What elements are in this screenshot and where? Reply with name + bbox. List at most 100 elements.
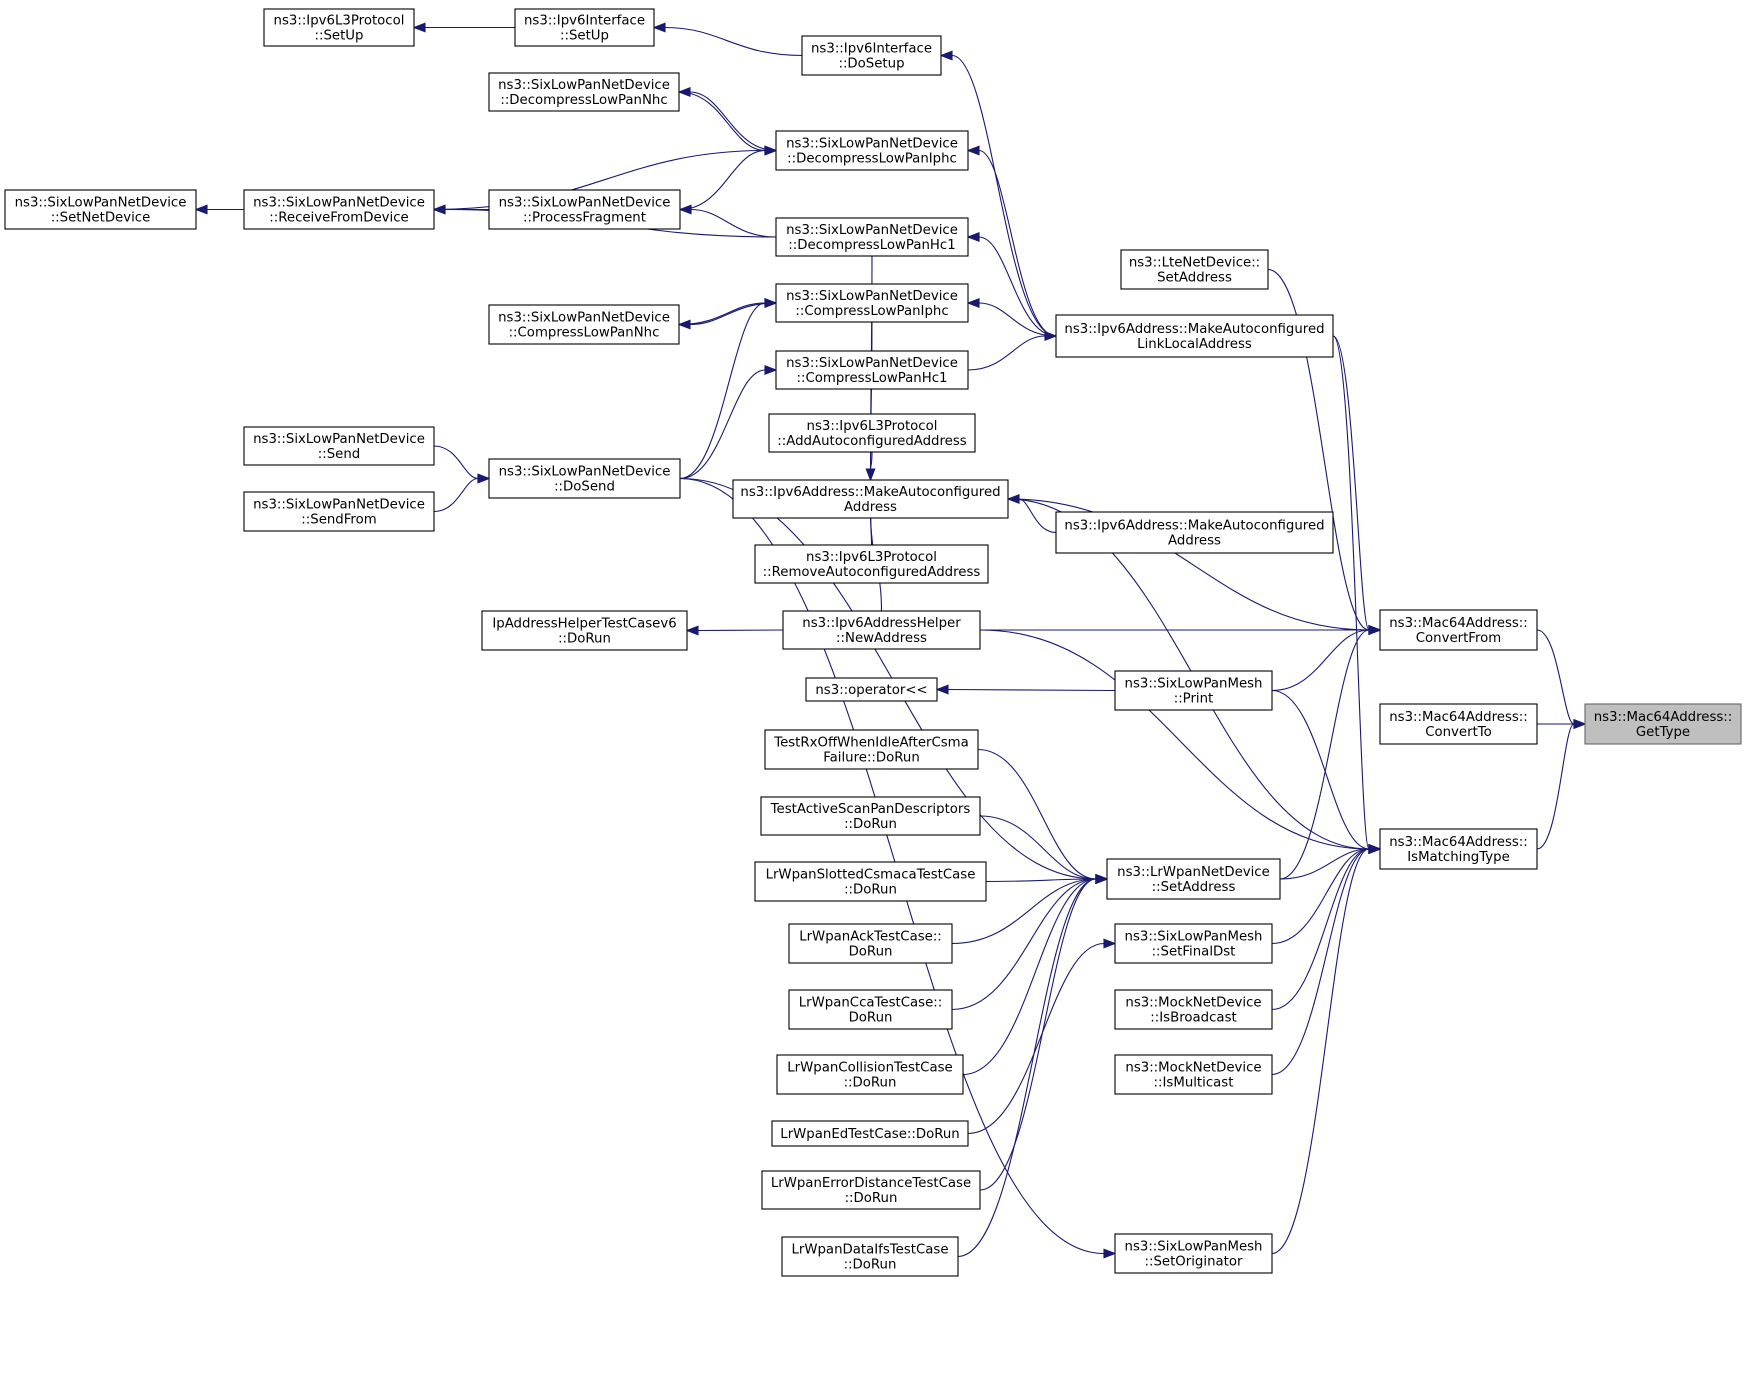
edge-line xyxy=(689,302,777,326)
graph-node[interactable]: LrWpanCollisionTestCase::DoRun xyxy=(776,1054,964,1095)
graph-node[interactable]: LrWpanSlottedCsmacaTestCase::DoRun xyxy=(754,861,987,902)
graph-node[interactable]: ns3::Ipv6L3Protocol::SetUp xyxy=(263,8,415,47)
node-label: ns3::Mac64Address:: xyxy=(1389,616,1528,631)
node-label: ::SendFrom xyxy=(301,513,376,528)
graph-node[interactable]: ns3::SixLowPanNetDevice::DoSend xyxy=(488,458,681,499)
node-box xyxy=(481,610,688,651)
edge-n13-to-n5 xyxy=(966,145,1057,337)
edge-arrowhead xyxy=(764,298,778,308)
node-box xyxy=(1055,314,1334,358)
graph-node[interactable]: ns3::Ipv6L3Protocol::RemoveAutoconfigure… xyxy=(754,544,989,584)
node-box xyxy=(754,861,987,902)
node-label: Address xyxy=(844,500,897,515)
edge-line xyxy=(951,878,1097,1011)
edge-n13-to-n3 xyxy=(939,50,1057,337)
graph-node[interactable]: ns3::SixLowPanMesh::Print xyxy=(1114,670,1273,711)
graph-node[interactable]: ns3::operator<< xyxy=(805,677,938,702)
edge-line xyxy=(977,748,1097,880)
graph-node[interactable]: ns3::Mac64Address::ConvertTo xyxy=(1379,703,1538,745)
graph-node[interactable]: LrWpanAckTestCase::DoRun xyxy=(788,923,953,964)
graph-node[interactable]: ns3::SixLowPanNetDevice::CompressLowPanI… xyxy=(775,283,969,323)
graph-node[interactable]: ns3::SixLowPanNetDevice::SetNetDevice xyxy=(4,189,197,230)
graph-node[interactable]: ns3::SixLowPanNetDevice::Send xyxy=(243,426,435,466)
edge-line xyxy=(689,91,777,152)
node-label: ns3::MockNetDevice xyxy=(1125,996,1261,1011)
node-box xyxy=(1114,923,1273,964)
node-label: ::RemoveAutoconfiguredAddress xyxy=(763,565,981,580)
node-label: Failure::DoRun xyxy=(823,751,920,766)
graph-node[interactable]: LrWpanEdTestCase::DoRun xyxy=(771,1120,969,1147)
graph-node[interactable]: ns3::SixLowPanMesh::SetOriginator xyxy=(1114,1233,1273,1274)
graph-node[interactable]: LrWpanCcaTestCase::DoRun xyxy=(788,989,953,1030)
graph-node[interactable]: ns3::Ipv6Address::MakeAutoconfiguredLink… xyxy=(1055,314,1334,358)
edge-line xyxy=(979,629,1370,850)
edge-n41-to-n33 xyxy=(979,874,1109,1191)
node-label: ::SetOriginator xyxy=(1145,1255,1243,1270)
edge-line xyxy=(1271,848,1370,1255)
node-label: DoRun xyxy=(849,1011,893,1026)
edge-line xyxy=(1279,848,1370,880)
edge-line xyxy=(1007,498,1370,631)
graph-node[interactable]: TestActiveScanPanDescriptors::DoRun xyxy=(760,796,981,836)
edge-n26-to-n24 xyxy=(1271,625,1382,692)
edge-arrowhead xyxy=(412,22,426,33)
node-label: ::CompressLowPanNhc xyxy=(509,326,660,341)
node-label: ns3::SixLowPanNetDevice xyxy=(253,196,425,211)
edge-line xyxy=(1536,723,1575,850)
graph-node[interactable]: ns3::SixLowPanNetDevice::DecompressLowPa… xyxy=(775,130,969,171)
graph-node[interactable]: ns3::LteNetDevice::SetAddress xyxy=(1120,249,1269,290)
node-label: ::IsBroadcast xyxy=(1150,1011,1236,1026)
graph-node[interactable]: ns3::LrWpanNetDevice::SetAddress xyxy=(1106,858,1281,900)
graph-node[interactable]: ns3::SixLowPanNetDevice::CompressLowPanN… xyxy=(488,304,680,345)
graph-node[interactable]: ns3::SixLowPanNetDevice::SendFrom xyxy=(243,491,435,532)
graph-node[interactable]: ns3::Ipv6Interface::DoSetup xyxy=(801,35,942,76)
node-label: SetAddress xyxy=(1157,271,1232,286)
graph-node[interactable]: ns3::Ipv6Address::MakeAutoconfiguredAddr… xyxy=(1055,511,1334,554)
node-box xyxy=(1114,1054,1273,1095)
graph-node[interactable]: ns3::SixLowPanNetDevice::ProcessFragment xyxy=(488,189,681,230)
node-label: TestRxOffWhenIdleAfterCsma xyxy=(773,736,969,751)
graph-node[interactable]: ns3::MockNetDevice::IsMulticast xyxy=(1114,1054,1273,1095)
node-label: ::SetUp xyxy=(560,29,609,44)
edge-line xyxy=(1267,268,1370,631)
node-label: IsMatchingType xyxy=(1407,850,1510,865)
graph-node[interactable]: LrWpanDataIfsTestCase::DoRun xyxy=(781,1236,959,1277)
edge-n23-to-n24 xyxy=(980,625,1382,635)
graph-node[interactable]: ns3::Ipv6L3Protocol::AddAutoconfiguredAd… xyxy=(768,413,976,453)
edge-line xyxy=(690,208,777,238)
graph-node[interactable]: ns3::SixLowPanNetDevice::CompressLowPanH… xyxy=(775,350,969,390)
edge-line xyxy=(962,878,1097,1076)
node-box xyxy=(488,458,681,499)
edge-n13-to-n12 xyxy=(966,298,1057,337)
node-label: ns3::SixLowPanNetDevice xyxy=(253,432,425,447)
node-label: IpAddressHelperTestCasev6 xyxy=(492,617,676,632)
node-box xyxy=(788,989,953,1030)
focus-node[interactable]: ns3::Mac64Address::GetType xyxy=(1584,703,1742,745)
edge-arrowhead xyxy=(1368,625,1382,635)
edge-line xyxy=(678,91,766,152)
graph-node[interactable]: ns3::Ipv6AddressHelper::NewAddress xyxy=(782,610,981,650)
edge-line xyxy=(433,477,479,513)
graph-node[interactable]: ns3::Mac64Address::IsMatchingType xyxy=(1379,828,1538,870)
node-label: ::ProcessFragment xyxy=(523,211,646,226)
edge-arrowhead xyxy=(935,684,949,695)
graph-node[interactable]: IpAddressHelperTestCasev6::DoRun xyxy=(481,610,688,651)
graph-node[interactable]: ns3::Ipv6Interface::SetUp xyxy=(514,8,655,47)
edge-n43-to-n31 xyxy=(1271,844,1382,1255)
edge-arrowhead xyxy=(1095,874,1109,884)
graph-node[interactable]: ns3::Ipv6Address::MakeAutoconfiguredAddr… xyxy=(732,479,1009,519)
graph-node[interactable]: ns3::SixLowPanMesh::SetFinalDst xyxy=(1114,923,1273,964)
graph-node[interactable]: LrWpanErrorDistanceTestCase::DoRun xyxy=(761,1170,981,1210)
node-box xyxy=(805,677,938,702)
edge-arrowhead xyxy=(432,204,446,215)
graph-node[interactable]: ns3::SixLowPanNetDevice::ReceiveFromDevi… xyxy=(243,189,435,230)
graph-node[interactable]: ns3::Mac64Address::ConvertFrom xyxy=(1379,609,1538,651)
graph-node[interactable]: ns3::SixLowPanNetDevice::DecompressLowPa… xyxy=(775,217,969,257)
node-label: ns3::Ipv6Interface xyxy=(811,42,932,57)
graph-node[interactable]: ns3::MockNetDevice::IsBroadcast xyxy=(1114,989,1273,1030)
edge-n4-to-n5 xyxy=(678,91,778,156)
edge-arrowhead xyxy=(966,298,980,308)
graph-node[interactable]: ns3::SixLowPanNetDevice::DecompressLowPa… xyxy=(488,72,680,112)
